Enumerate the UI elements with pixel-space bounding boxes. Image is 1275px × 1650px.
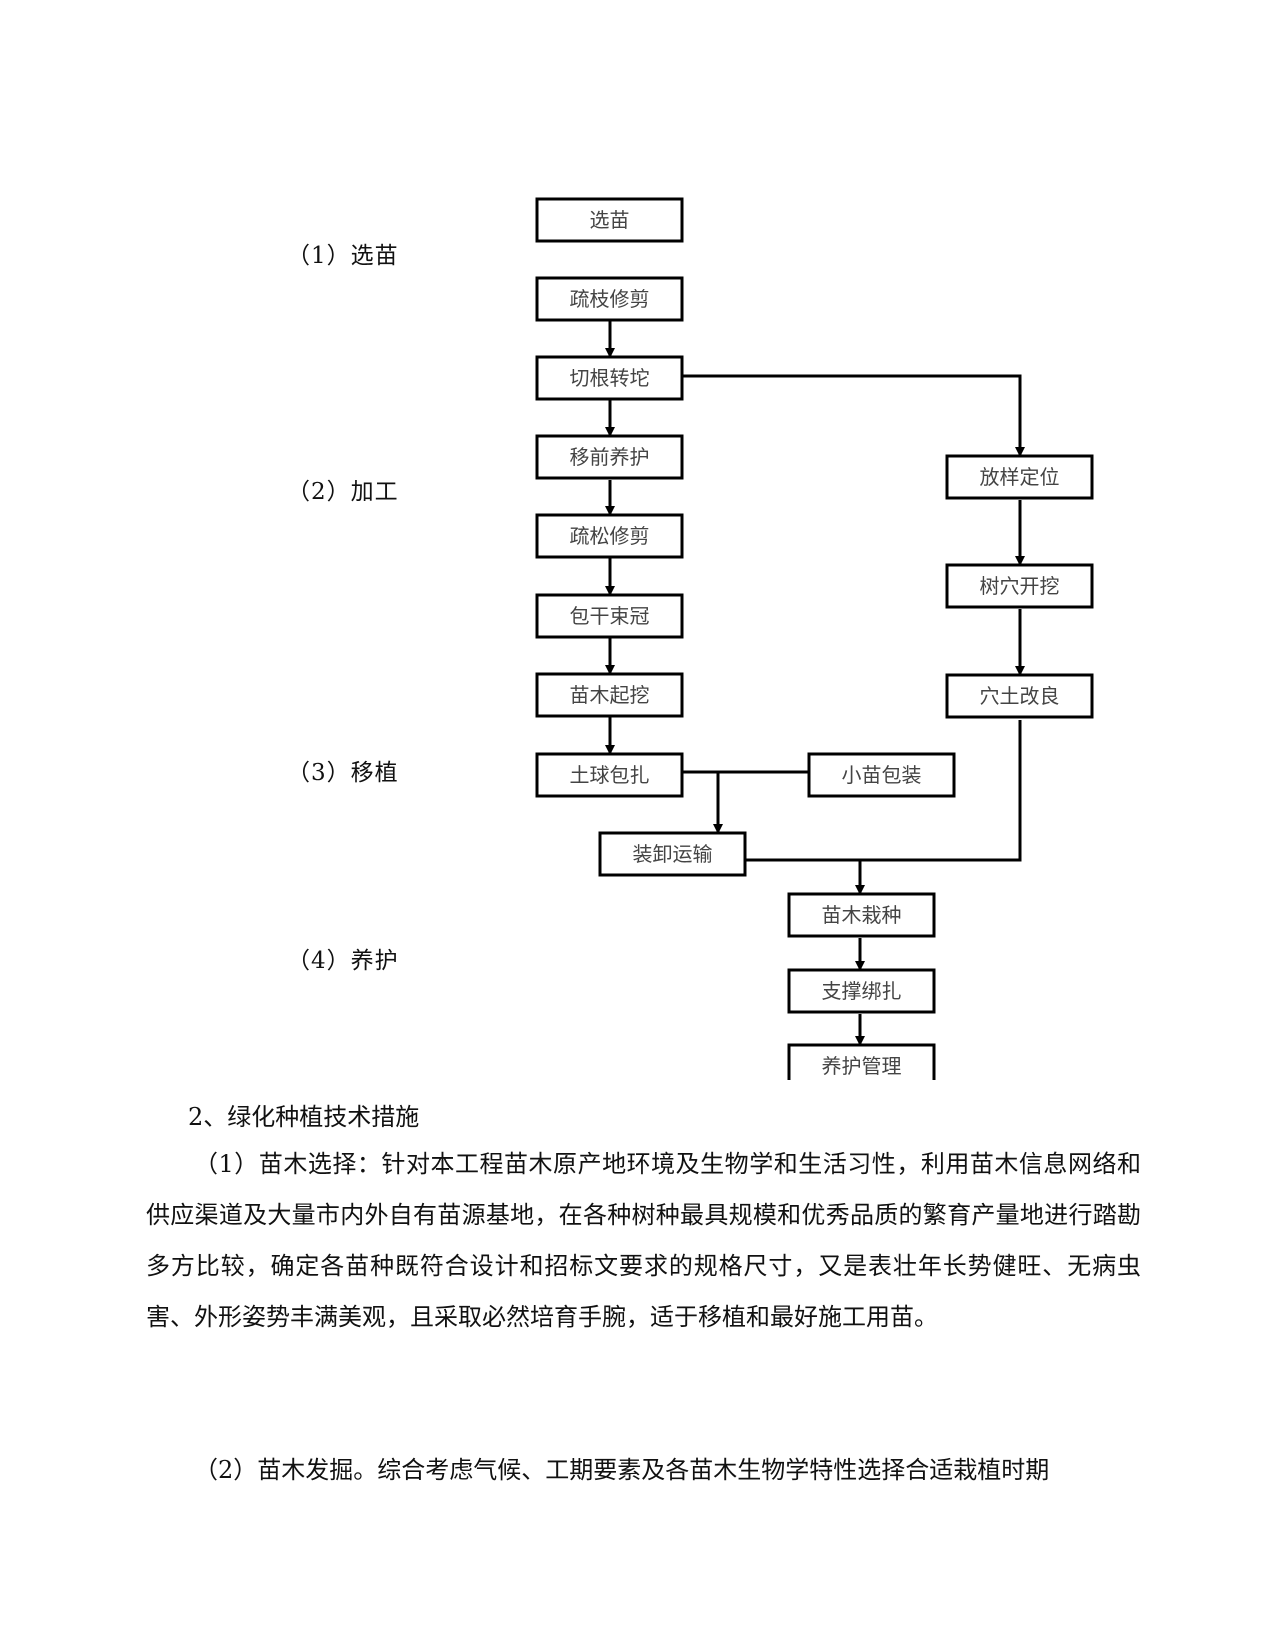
node-label-select: 选苗 <box>590 208 630 232</box>
flowchart-node-maintain: 养护管理 <box>787 1043 936 1080</box>
node-label-stake: 放样定位 <box>980 465 1060 489</box>
node-label-loose-prune: 疏松修剪 <box>570 524 650 548</box>
flowchart-node-thin-prune: 疏枝修剪 <box>535 276 684 322</box>
flowchart-connectors <box>605 312 1025 1046</box>
flowchart-node-wrap: 包干束冠 <box>535 593 684 639</box>
flowchart-node-stake: 放样定位 <box>945 454 1094 500</box>
node-label-maintain: 养护管理 <box>822 1054 902 1078</box>
line-soil-merge <box>743 720 1022 862</box>
node-label-thin-prune: 疏枝修剪 <box>570 287 650 311</box>
arrow-rootcut-stake <box>680 374 1025 457</box>
planting-flowchart: 选苗 疏枝修剪 切根转坨 移前养护 疏松修剪 包干束冠 苗木起挖 土球包扎 小苗… <box>535 197 1094 1080</box>
flowchart-node-root-cut: 切根转坨 <box>535 355 684 401</box>
flowchart-node-pre-care: 移前养护 <box>535 434 684 480</box>
stage-label-transplant: （3）移植 <box>287 760 399 786</box>
flowchart-node-small-pack: 小苗包装 <box>807 752 956 798</box>
stage-label-maintenance: （4）养护 <box>287 948 399 974</box>
node-label-wrap: 包干束冠 <box>570 604 650 628</box>
node-label-plant: 苗木栽种 <box>822 903 902 927</box>
node-label-pit-dig: 树穴开挖 <box>980 574 1060 598</box>
section-heading: 2、绿化种植技术措施 <box>188 1103 420 1131</box>
flowchart-node-plant: 苗木栽种 <box>787 892 936 938</box>
stage-label-select: （1）选苗 <box>287 243 399 269</box>
flowchart-node-soil-ball: 土球包扎 <box>535 752 684 798</box>
flowchart-node-soil-improve: 穴土改良 <box>945 673 1094 719</box>
node-label-pre-care: 移前养护 <box>570 445 650 469</box>
node-label-soil-ball: 土球包扎 <box>570 763 650 787</box>
flowchart-node-loose-prune: 疏松修剪 <box>535 513 684 559</box>
flowchart-node-dig: 苗木起挖 <box>535 672 684 718</box>
node-label-transport: 装卸运输 <box>633 842 713 866</box>
flowchart-node-transport: 装卸运输 <box>598 831 747 877</box>
node-label-root-cut: 切根转坨 <box>570 366 650 390</box>
node-label-small-pack: 小苗包装 <box>842 763 922 787</box>
stage-label-process: （2）加工 <box>287 479 399 505</box>
paragraph-seedling-selection: （1）苗木选择：针对本工程苗木原产地环境及生物学和生活习性，利用苗木信息网络和供… <box>146 1150 1141 1331</box>
node-label-support: 支撑绑扎 <box>822 979 902 1003</box>
flowchart-node-select: 选苗 <box>535 197 684 243</box>
flowchart-node-pit-dig: 树穴开挖 <box>945 563 1094 609</box>
flowchart-node-support: 支撑绑扎 <box>787 968 936 1014</box>
paragraph-seedling-digging: （2）苗木发掘。综合考虑气候、工期要素及各苗木生物学特性选择合适栽植时期 <box>194 1456 1050 1484</box>
node-label-dig: 苗木起挖 <box>570 683 650 707</box>
node-label-soil-improve: 穴土改良 <box>980 684 1060 708</box>
